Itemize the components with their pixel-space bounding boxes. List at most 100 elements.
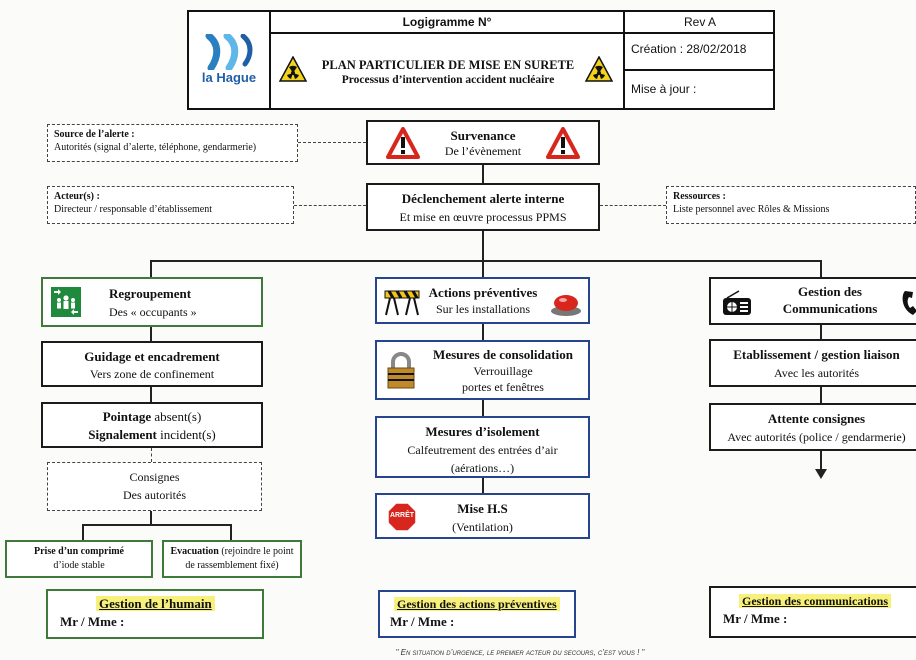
connector [820,387,822,403]
communications-management-box: Gestion des communications Mr / Mme : [709,586,916,638]
headcount-line-1: Pointage absent(s) [43,409,261,425]
update-date: Mise à jour : [631,82,697,96]
consolidation-box: Mesures de consolidation Verrouillage po… [375,340,590,400]
consolidation-text-2: portes et fenêtres [462,380,544,394]
resources-text: Liste personnel avec Rôles & Missions [673,204,830,215]
liaison-text: Avec les autorités [773,366,860,380]
logo-waves-icon [205,34,253,70]
connector [294,205,366,206]
communications-title-2: Communications [782,301,878,316]
alert-source-box: Source de l’alerte : Autorités (signal d… [47,124,298,162]
event-text: De l’évènement [444,144,522,158]
connector [482,478,484,493]
alert-source-text: Autorités (signal d’alerte, téléphone, g… [54,142,257,153]
title-cell: PLAN PARTICULIER DE MISE EN SURETE Proce… [271,34,625,108]
connector [482,400,484,416]
warning-triangle-icon [386,127,420,159]
connector [482,324,484,340]
guidance-text: Vers zone de confinement [89,367,215,381]
evacuation-text-2: de rassemblement fixé) [185,560,279,571]
preventive-management-box: Gestion des actions préventives Mr / Mme… [378,590,576,638]
communications-management-person: Mr / Mme : [723,611,788,626]
branch-line [150,260,822,262]
radio-icon [723,290,751,315]
evacuation-line-1: Evacuation (rejoindre le point [164,546,300,557]
connector [150,387,152,402]
isolation-text-2: (aérations…) [450,461,515,475]
isolation-text-1: Calfeutrement des entrées d’air [407,443,558,457]
header-divider [625,69,775,71]
phone-icon [902,291,916,315]
connector [150,260,152,278]
rev-label: Rev A [625,12,775,34]
connector [82,524,84,540]
connector [820,325,822,339]
assembly-point-icon [51,287,81,317]
human-management-person: Mr / Mme : [60,614,125,629]
regroup-box: Regroupement Des « occupants » [41,277,263,327]
iodine-box: Prise d’un comprimé d’iode stable [5,540,153,578]
alarm-button-icon [551,295,581,316]
consolidation-title: Mesures de consolidation [433,347,573,362]
trigger-box: Déclenchement alerte interne Et mise en … [366,183,600,231]
iodine-text: d’iode stable [53,560,105,571]
instructions-line-1: Consignes [129,470,180,484]
connector [82,524,232,526]
connector [482,260,484,278]
padlock-icon [387,352,415,389]
shutdown-box: ARRÊT Mise H.S (Ventilation) [375,493,590,539]
radiation-icon [279,56,307,82]
preventive-box: Actions préventives Sur les installation… [375,277,590,324]
connector [482,231,484,261]
communications-management-title-text: Gestion des communications [739,594,892,608]
communications-title-1: Gestion des [798,284,862,299]
consolidation-text-1: Verrouillage [473,364,533,378]
logigramme-label: Logigramme N° [271,12,625,34]
guidance-title: Guidage et encadrement [84,349,220,364]
communications-box: Gestion des Communications [709,277,916,325]
preventive-title: Actions préventives [428,285,538,300]
preventive-management-title-text: Gestion des actions préventives [394,597,560,611]
isolation-box: Mesures d’isolement Calfeutrement des en… [375,416,590,478]
alert-source-title: Source de l’alerte : [54,129,135,140]
resources-box: Ressources : Liste personnel avec Rôles … [666,186,916,224]
regroup-text: Des « occupants » [109,305,197,319]
isolation-title: Mesures d’isolement [425,424,540,439]
actor-text: Directeur / responsable d’établissement [54,204,212,215]
logo-cell: la Hague [189,12,271,108]
headcount-text-2: incident(s) [156,427,216,442]
stop-sign-icon [387,502,417,532]
connector [820,260,822,278]
connector [298,142,366,143]
document-subtitle: Processus d’intervention accident nucléa… [341,74,555,86]
headcount-bold-1: Pointage [102,409,152,424]
resources-title: Ressources : [673,191,726,202]
connector [600,205,666,206]
human-management-box: Gestion de l’humain Mr / Mme : [46,589,264,639]
headcount-text-1: absent(s) [151,409,202,424]
await-title: Attente consignes [767,411,866,426]
iodine-title: Prise d’un comprimé [34,546,124,557]
evacuation-title: Evacuation [170,546,219,557]
radiation-icon [585,56,613,82]
document-title: PLAN PARTICULIER DE MISE EN SURETE [321,58,575,72]
connector [151,448,152,462]
shutdown-text: (Ventilation) [452,520,513,534]
header-table: la Hague Logigramme N° Rev A PLAN PARTIC… [187,10,775,110]
connector [820,451,822,471]
liaison-title: Etablissement / gestion liaison [733,347,900,362]
instructions-box: Consignes Des autorités [47,462,262,511]
stop-sign-label: ARRÊT [389,512,415,519]
regroup-title: Regroupement [109,286,192,301]
connector [482,165,484,183]
headcount-bold-2: Signalement [88,427,157,442]
trigger-title: Déclenchement alerte interne [401,191,565,206]
shutdown-title: Mise H.S [457,501,508,516]
preventive-text: Sur les installations [436,302,530,316]
await-text: Avec autorités (police / gendarmerie) [727,430,906,444]
headcount-box: Pointage absent(s) Signalement incident(… [41,402,263,448]
evacuation-box: Evacuation (rejoindre le point de rassem… [162,540,302,578]
event-box: Survenance De l’évènement [366,120,600,165]
actor-box: Acteur(s) : Directeur / responsable d’ét… [47,186,294,224]
preventive-management-person: Mr / Mme : [390,614,455,629]
